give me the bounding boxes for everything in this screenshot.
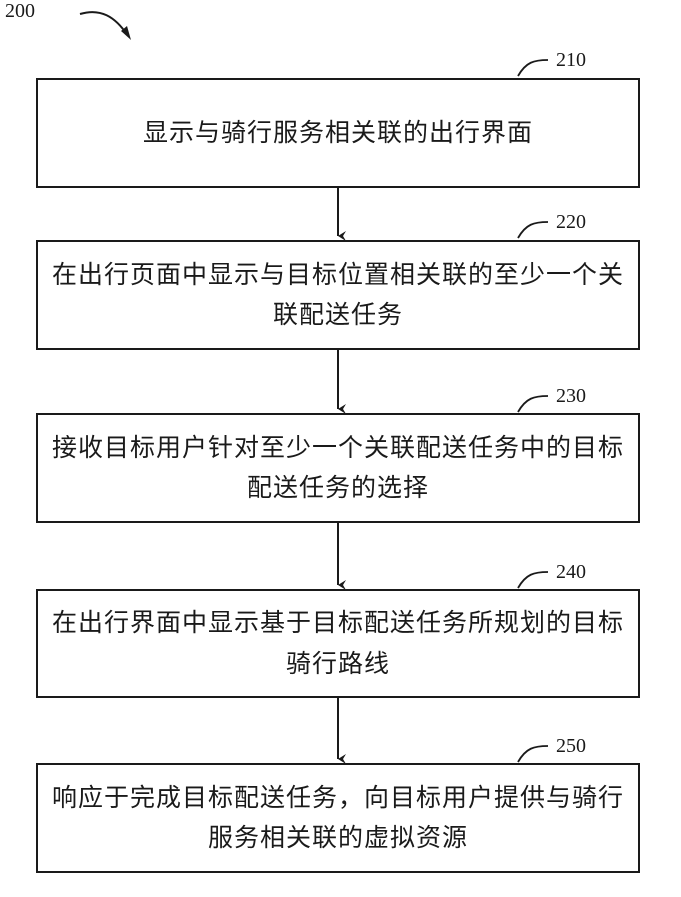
step-text-220: 在出行页面中显示与目标位置相关联的至少一个关联配送任务 <box>38 255 638 336</box>
ref-leader-250 <box>518 746 548 762</box>
step-box-250: 响应于完成目标配送任务，向目标用户提供与骑行服务相关联的虚拟资源 <box>36 763 640 873</box>
step-ref-250: 250 <box>556 735 586 758</box>
step-ref-240: 240 <box>556 561 586 584</box>
ref-leader-230 <box>518 396 548 412</box>
step-box-220: 在出行页面中显示与目标位置相关联的至少一个关联配送任务 <box>36 240 640 350</box>
step-text-250: 响应于完成目标配送任务，向目标用户提供与骑行服务相关联的虚拟资源 <box>38 778 638 859</box>
step-box-210: 显示与骑行服务相关联的出行界面 <box>36 78 640 188</box>
figure-label: 200 <box>5 0 35 23</box>
ref-leader-210 <box>518 60 548 76</box>
step-box-230: 接收目标用户针对至少一个关联配送任务中的目标配送任务的选择 <box>36 413 640 523</box>
step-text-240: 在出行界面中显示基于目标配送任务所规划的目标骑行路线 <box>38 603 638 684</box>
step-ref-230: 230 <box>556 385 586 408</box>
ref-leader-220 <box>518 222 548 238</box>
figure-label-arrow <box>80 12 128 36</box>
step-ref-220: 220 <box>556 211 586 234</box>
step-ref-210: 210 <box>556 49 586 72</box>
ref-leader-240 <box>518 572 548 588</box>
step-box-240: 在出行界面中显示基于目标配送任务所规划的目标骑行路线 <box>36 589 640 698</box>
step-text-210: 显示与骑行服务相关联的出行界面 <box>135 113 541 154</box>
step-text-230: 接收目标用户针对至少一个关联配送任务中的目标配送任务的选择 <box>38 428 638 509</box>
